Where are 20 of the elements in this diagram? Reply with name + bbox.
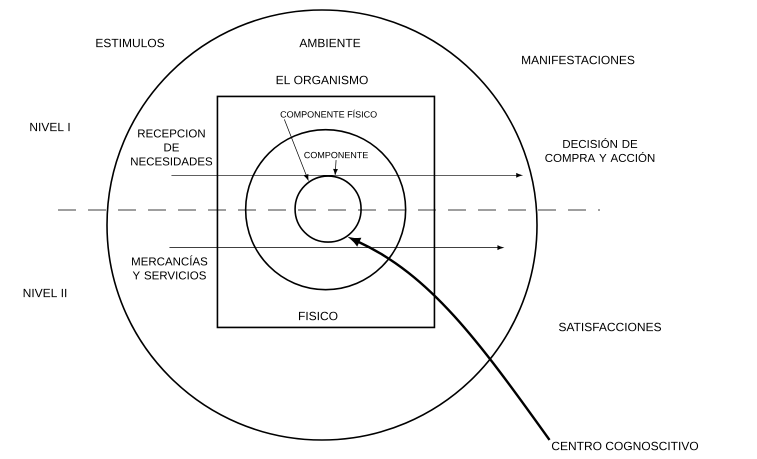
circle [244, 128, 406, 290]
arrow [169, 245, 504, 250]
side-label: CENTRO COGNOSCITIVO [552, 442, 698, 450]
side-label: MANIFESTACIONES [522, 56, 634, 64]
component-label: COMPONENTE FÍSICO [280, 110, 377, 118]
arrow [171, 173, 522, 178]
side-label: DECISIÓN DE COMPRA Y ACCIÓN [545, 138, 654, 162]
side-label: SATISFACCIONES [559, 322, 662, 332]
side-label: MERCANCÍAS Y SERVICIOS [132, 255, 208, 280]
component-label: COMPONENTE [304, 152, 368, 158]
side-label: RECEPCION DE NECESIDADES [131, 129, 212, 166]
level-label: NIVEL II [24, 288, 66, 298]
level-label: NIVEL I [30, 122, 70, 132]
leader-line [350, 238, 551, 441]
side-label: ESTIMULOS [96, 38, 164, 48]
leader-line [284, 119, 308, 180]
node-label: EL ORGANISMO [276, 76, 368, 84]
circle [294, 175, 362, 243]
leader-line [333, 160, 338, 175]
region-label: FISICO [299, 312, 338, 320]
